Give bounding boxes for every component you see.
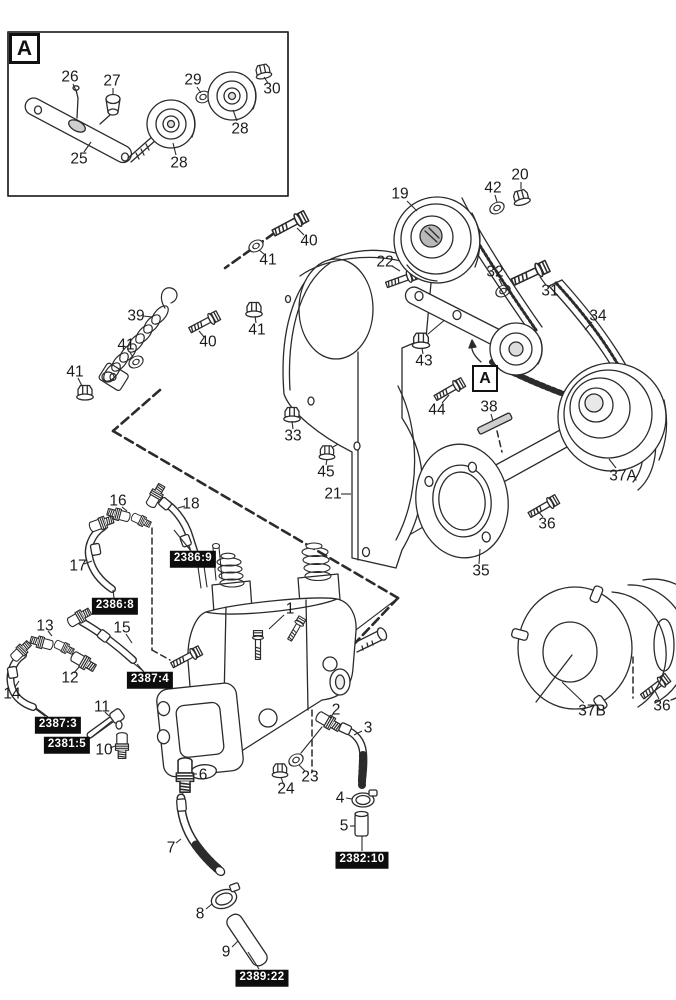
- part-callout-18: 18: [182, 495, 200, 513]
- part-callout-41: 41: [259, 251, 277, 269]
- part-callout-6: 6: [198, 766, 208, 784]
- injection-pump-1: [156, 542, 388, 780]
- ref-group-box-2386:9: 2386:9: [169, 550, 217, 568]
- part-callout-2: 2: [331, 701, 341, 719]
- part-callout-33: 33: [284, 427, 302, 445]
- tensioner-arm: [404, 286, 543, 376]
- pulley-37a: [557, 362, 668, 472]
- part-callout-9: 9: [221, 943, 231, 961]
- part-callout-39: 39: [127, 307, 145, 325]
- part-callout-35: 35: [472, 562, 490, 580]
- part-callout-42: 42: [484, 179, 502, 197]
- part-callout-30: 30: [263, 80, 281, 98]
- part-callout-7: 7: [166, 839, 176, 857]
- part-callout-34: 34: [589, 307, 607, 325]
- tension-spring-39: [98, 287, 178, 391]
- part-callout-36: 36: [538, 515, 556, 533]
- part-callout-37B: 37B: [578, 702, 606, 720]
- part-callout-4: 4: [335, 789, 345, 807]
- part-callout-36: 36: [653, 697, 671, 715]
- part-callout-41: 41: [248, 321, 266, 339]
- crank-pulley-19: [393, 196, 481, 284]
- part-callout-11: 11: [93, 698, 111, 716]
- part-callout-41: 41: [66, 363, 84, 381]
- part-callout-28: 28: [231, 120, 249, 138]
- ref-group-box-2386:8: 2386:8: [91, 597, 139, 615]
- part-callout-25: 25: [70, 150, 88, 168]
- part-callout-41: 41: [117, 336, 135, 354]
- part-callout-1: 1: [285, 600, 295, 618]
- part-callout-17: 17: [69, 557, 87, 575]
- detail-marker-a: A: [472, 365, 498, 392]
- part-callout-43: 43: [415, 352, 433, 370]
- part-callout-26: 26: [61, 68, 79, 86]
- mount-bracket-21: [282, 249, 432, 569]
- part-callout-19: 19: [391, 185, 409, 203]
- part-callout-16: 16: [109, 492, 127, 510]
- part-callout-27: 27: [103, 72, 121, 90]
- part-callout-31: 31: [541, 282, 559, 300]
- part-callout-29: 29: [184, 71, 202, 89]
- part-callout-14: 14: [3, 685, 21, 703]
- part-callout-32: 32: [486, 263, 504, 281]
- ref-group-box-2389:22: 2389:22: [235, 969, 289, 987]
- part-callout-21: 21: [324, 485, 342, 503]
- part-callout-13: 13: [36, 617, 54, 635]
- part-callout-23: 23: [301, 768, 319, 786]
- part-callout-10: 10: [95, 741, 113, 759]
- pulley-37b: [511, 578, 676, 711]
- ref-group-box-2382:10: 2382:10: [335, 851, 389, 869]
- part-callout-20: 20: [511, 166, 529, 184]
- part-callout-8: 8: [195, 905, 205, 923]
- part-callout-22: 22: [376, 253, 394, 271]
- part-callout-38: 38: [480, 398, 498, 416]
- part-callout-5: 5: [339, 817, 349, 835]
- inset-detail-a: [7, 31, 289, 197]
- part-callout-3: 3: [363, 719, 373, 737]
- ref-group-box-2381:5: 2381:5: [43, 736, 91, 754]
- part-callout-15: 15: [113, 619, 131, 637]
- part-callout-24: 24: [277, 780, 295, 798]
- part-callout-40: 40: [300, 232, 318, 250]
- part-callout-37A: 37A: [609, 467, 637, 485]
- part-callout-45: 45: [317, 463, 335, 481]
- part-callout-40: 40: [199, 333, 217, 351]
- ref-group-box-2387:4: 2387:4: [126, 671, 174, 689]
- part-callout-28: 28: [170, 154, 188, 172]
- inset-marker-a: A: [9, 33, 40, 64]
- ref-group-box-2387:3: 2387:3: [34, 716, 82, 734]
- part-callout-12: 12: [61, 669, 79, 687]
- part-callout-44: 44: [428, 401, 446, 419]
